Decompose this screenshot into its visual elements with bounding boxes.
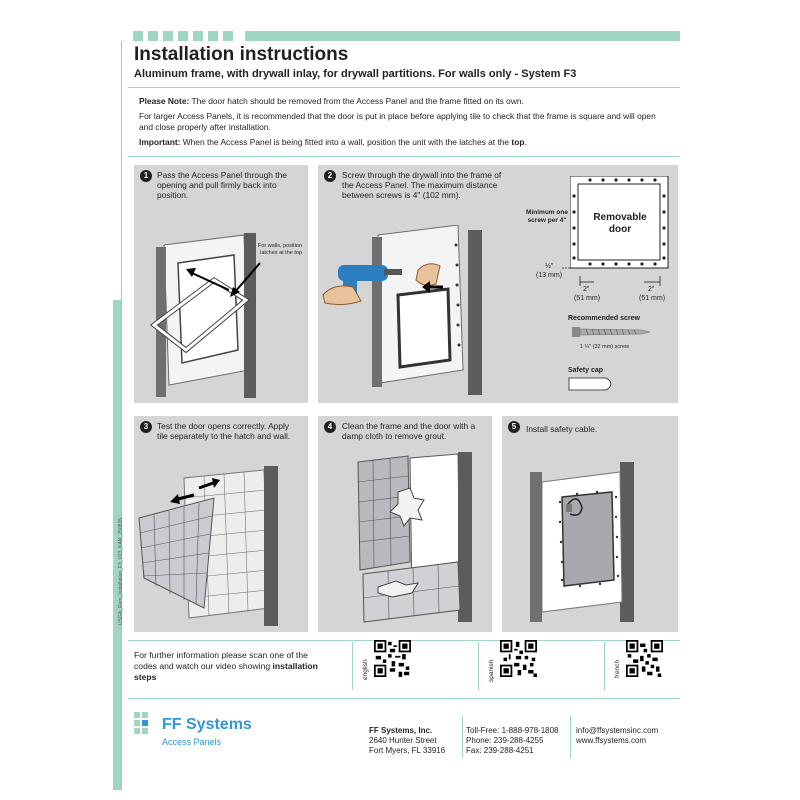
video-text-bold: installation steps — [134, 661, 318, 682]
important-label: Important: — [139, 137, 181, 147]
step-3-number: 3 — [140, 421, 152, 433]
left-rule — [121, 41, 122, 790]
step-1-illustration — [149, 233, 261, 398]
fax: Fax: 239-288-4251 — [466, 746, 534, 755]
please-note-text: The door hatch should be removed from th… — [189, 96, 524, 106]
safety-cap-icon — [568, 377, 612, 391]
video-text-main: For further information please scan one … — [134, 650, 308, 671]
step-2-illustration — [322, 225, 482, 395]
important-top: top — [511, 137, 525, 147]
header-square-7 — [223, 31, 233, 41]
divider-footer — [128, 698, 680, 699]
footer-separator-2 — [570, 716, 571, 758]
step-4-number: 4 — [324, 421, 336, 433]
page-subtitle: Aluminum frame, with drywall inlay, for … — [134, 68, 577, 80]
left-dim-label: 2" — [583, 286, 590, 293]
step-3-illustration — [138, 466, 278, 626]
brand-name: FF Systems — [162, 716, 252, 733]
header-square-2 — [148, 31, 158, 41]
left-dim-mm-label: (51 mm) — [574, 295, 601, 302]
step-1-text: Pass the Access Panel through the openin… — [157, 170, 287, 200]
video-text: For further information please scan one … — [134, 650, 324, 683]
website-link[interactable]: www.ffsystems.com — [576, 736, 647, 745]
step-5-text: Install safety cable. — [526, 424, 598, 434]
screw-icon — [572, 327, 651, 337]
header-square-5 — [193, 31, 203, 41]
email-link[interactable]: info@ffsystemsinc.com — [576, 726, 659, 735]
min-screw-label: Minimum one screw per 4" — [526, 209, 568, 224]
safety-cap-label: Safety cap — [568, 367, 604, 374]
header-bar — [245, 31, 680, 41]
step-1-number: 1 — [140, 170, 152, 182]
important-text: When the Access Panel is being fitted in… — [180, 137, 512, 147]
removable-door-label: Removable door — [593, 212, 647, 235]
qr-code-french[interactable] — [626, 640, 663, 677]
document-code: USGA_Ram_Installation_F3_V23_KAN_250815 — [118, 517, 124, 625]
recommended-screw-label: Recommended screw — [568, 315, 640, 322]
step-4-text: Clean the frame and the door with a damp… — [342, 421, 476, 441]
tollfree: Toll-Free: 1-888-978-1808 — [466, 726, 559, 735]
step-4-illustration — [357, 452, 472, 623]
important-note: Important: When the Access Panel is bein… — [139, 137, 659, 148]
step-2-number: 2 — [324, 170, 336, 182]
qr-code-spanish[interactable] — [500, 640, 537, 677]
phone: Phone: 239-288-4255 — [466, 736, 544, 745]
please-note-label: Please Note: — [139, 96, 190, 106]
brand-subtitle: Access Panels — [162, 737, 222, 747]
larger-panels-note: For larger Access Panels, it is recommen… — [139, 111, 656, 132]
screw-size-label: 1 ¼" (32 mm) screw — [580, 344, 630, 350]
divider-top — [128, 87, 680, 88]
company-name: FF Systems, Inc. — [369, 726, 433, 735]
step-5-number: 5 — [508, 421, 520, 433]
step-5-illustration — [530, 462, 634, 622]
qr-label-french: french — [614, 659, 621, 678]
header-square-3 — [163, 31, 173, 41]
qr-label-english: english — [362, 659, 369, 680]
divider-notes — [128, 156, 680, 157]
footer-separator-1 — [462, 716, 463, 758]
right-dim-label: 2" — [648, 286, 655, 293]
left-accent-bar — [113, 300, 121, 790]
right-dim-mm-label: (51 mm) — [639, 295, 666, 302]
company-city: Fort Myers, FL 33916 — [369, 746, 446, 755]
header-square-1 — [133, 31, 143, 41]
header-square-6 — [208, 31, 218, 41]
qr-separator-1 — [352, 642, 353, 690]
page-title: Installation instructions — [134, 44, 349, 65]
half-inch-mm-label: (13 mm) — [536, 272, 563, 279]
qr-code-english[interactable] — [374, 640, 411, 677]
step-2-text: Screw through the drywall into the frame… — [342, 170, 502, 200]
important-end: . — [524, 137, 527, 147]
brand-logo-icon — [134, 712, 148, 734]
qr-separator-2 — [478, 642, 479, 690]
dimension-lines — [562, 267, 661, 286]
removable-door-diagram — [570, 176, 669, 269]
please-note: Please Note: The door hatch should be re… — [139, 96, 659, 107]
company-street: 2640 Hunter Street — [369, 736, 437, 745]
half-inch-label: ½" — [545, 263, 554, 270]
header-square-4 — [178, 31, 188, 41]
step-1-callout: For walls, position latches at the top — [257, 243, 302, 256]
qr-label-spanish: spanish — [488, 659, 495, 682]
step-3-text: Test the door opens correctly. Apply til… — [157, 421, 291, 441]
qr-separator-3 — [604, 642, 605, 690]
